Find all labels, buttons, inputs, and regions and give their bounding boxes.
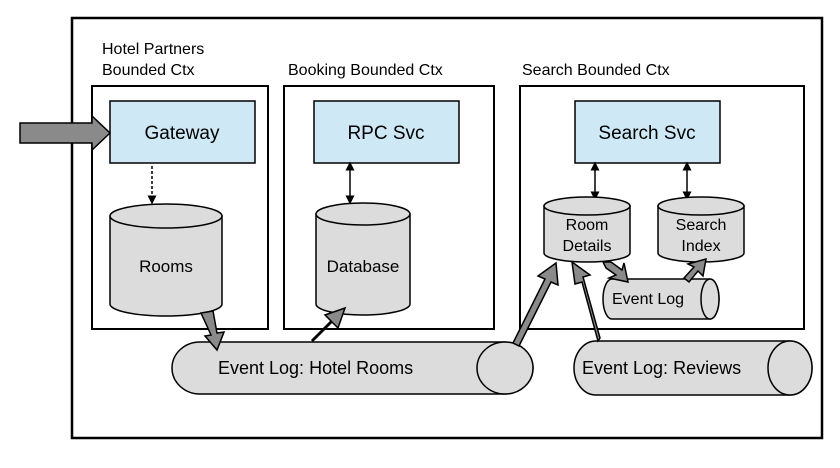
rooms-label: Rooms (139, 257, 193, 276)
hotel-partners-title-line2: Bounded Ctx (102, 62, 195, 79)
hotel-partners-title-line1: Hotel Partners (102, 41, 204, 58)
gateway-service-box (109, 100, 256, 164)
event-log-to-search-index-arrow (682, 257, 707, 284)
search-service-box (574, 100, 721, 164)
reviews-event-log-label: Event Log: Reviews (582, 358, 741, 378)
room-details-label-line2: Details (563, 238, 612, 255)
rpc-service-label: RPC Svc (347, 123, 424, 144)
internal-event-log-label: Event Log (612, 291, 684, 308)
database-cylinder (315, 202, 411, 316)
rpc-service-box (313, 100, 460, 164)
rooms-to-hotel-rooms-log-arrow (199, 310, 226, 352)
search-context-title: Search Bounded Ctx (522, 62, 670, 79)
gateway-label: Gateway (145, 123, 220, 144)
hotel-rooms-event-log-cylinder (171, 341, 534, 395)
room-details-label-line1: Room (566, 217, 609, 234)
hotel-rooms-log-to-database-arrow (310, 306, 347, 343)
search-index-label-line1: Search (676, 217, 727, 234)
inbound-arrow (19, 114, 112, 152)
room-details-cylinder (543, 196, 631, 263)
search-service-label: Search Svc (598, 123, 695, 144)
room-details-to-event-log-arrow (601, 261, 629, 283)
booking-context-title: Booking Bounded Ctx (288, 62, 443, 79)
database-label: Database (327, 257, 400, 276)
hotel-rooms-log-to-room-details-arrow (511, 261, 559, 348)
hotel-rooms-event-log-label: Event Log: Hotel Rooms (218, 358, 413, 378)
internal-event-log-cylinder (602, 278, 720, 320)
search-index-label-line2: Index (681, 238, 720, 255)
rooms-cylinder (109, 203, 223, 317)
reviews-log-to-room-details-arrow (571, 260, 601, 343)
search-index-cylinder (657, 196, 745, 263)
reviews-event-log-cylinder (573, 340, 813, 396)
